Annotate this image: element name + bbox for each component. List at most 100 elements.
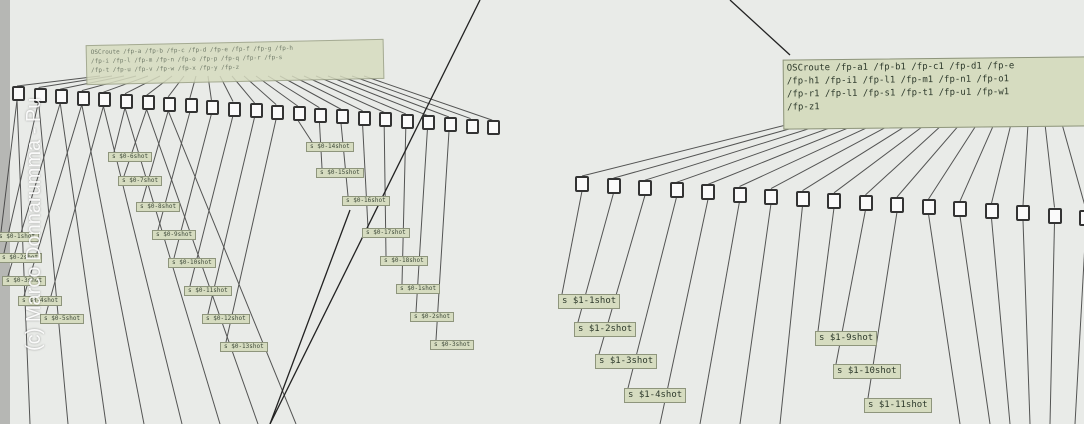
patch-cable [327,75,428,116]
send-object[interactable]: s $0-10shot [168,258,216,268]
patch-cable [415,129,428,313]
bang-object[interactable] [827,192,841,209]
bang-object[interactable] [487,120,501,136]
send-object[interactable]: s $0-8shot [136,202,181,212]
bang-object[interactable] [669,182,684,199]
bang-object[interactable] [444,117,457,132]
bang-object[interactable] [292,106,306,122]
send-object[interactable]: s $0-15shot [316,168,364,178]
send-object[interactable]: s $1-9shot [815,331,878,346]
bang-object[interactable] [465,118,479,134]
patch-cable [23,104,83,297]
bang-object[interactable] [795,190,810,207]
patch-cable [225,118,277,343]
bang-object[interactable] [120,93,133,109]
patch-cable [362,124,369,229]
patch-cable [613,123,808,179]
send-object[interactable]: s $1-4shot [624,388,687,403]
bang-object[interactable] [206,99,220,115]
osc-route-object-right[interactable]: OSCroute /fp-a1 /fp-b1 /fp-c1 /fp-d1 /fp… [782,56,1084,130]
patch-cable [865,123,944,196]
send-object[interactable]: s $0-14shot [306,142,354,152]
bang-object[interactable] [55,89,69,105]
bang-object[interactable] [1079,209,1084,226]
send-object[interactable]: s $1-3shot [595,354,658,369]
bang-object[interactable] [163,96,177,112]
patch-cable [699,201,740,424]
patch-cable [896,123,961,198]
patch-cable [0,99,18,233]
send-object[interactable]: s $0-3shot [430,340,475,350]
bang-object[interactable] [98,92,112,108]
patch-cable [303,75,385,113]
patch-cable [561,190,583,295]
bang-object[interactable] [701,184,715,201]
patch-cable [959,123,995,202]
bang-object[interactable] [606,178,621,195]
bang-object[interactable] [12,86,25,101]
patch-cable [167,110,297,424]
bang-object[interactable] [76,90,90,106]
patch-cable [770,123,893,190]
send-object[interactable]: s $0-17shot [362,228,410,238]
send-object[interactable]: s $0-9shot [152,230,197,240]
patch-cable [644,123,825,181]
bang-object[interactable] [228,101,241,117]
send-object[interactable]: s $0-3shot [2,276,47,286]
patch-cable [928,214,961,424]
bang-object[interactable] [184,98,198,114]
bang-object[interactable] [984,203,999,220]
send-object[interactable]: s $0-4shot [18,296,63,306]
patch-cable [113,107,126,153]
send-object[interactable]: s $1-11shot [864,398,932,413]
bang-object[interactable] [921,199,936,216]
bang-object[interactable] [1047,207,1062,224]
bang-object[interactable] [357,110,371,126]
patch-cable [779,205,803,424]
bang-object[interactable] [33,87,47,103]
bang-object[interactable] [141,95,155,111]
bang-object[interactable] [314,107,328,123]
patch-cable [279,75,342,110]
patch-cable [1074,251,1084,424]
bang-object[interactable] [1016,205,1030,222]
send-object[interactable]: s $0-2shot [410,312,455,322]
bang-object[interactable] [953,201,967,218]
patch-cable [3,101,40,254]
bang-object[interactable] [271,104,285,120]
send-object[interactable]: s $0-13shot [220,342,268,352]
bang-object[interactable] [400,113,414,129]
bang-object[interactable] [732,186,747,203]
send-object[interactable]: s $0-2shot [0,253,43,263]
bang-object[interactable] [336,109,349,125]
send-object[interactable]: s $0-16shot [342,196,390,206]
send-object[interactable]: s $0-11shot [184,286,232,296]
bang-object[interactable] [249,103,263,119]
bang-object[interactable] [379,112,393,128]
send-object[interactable]: s $1-1shot [558,294,621,309]
bang-object[interactable] [575,176,589,192]
patch-cable [1061,123,1084,205]
patch-cable [45,106,104,315]
patch-cable [340,123,349,197]
send-object[interactable]: s $0-6shot [108,152,153,162]
send-object[interactable]: s $0-1shot [396,284,441,294]
patch-cable [1044,123,1055,208]
bang-object[interactable] [890,197,904,213]
send-object[interactable]: s $0-1shot [0,232,40,242]
send-object[interactable]: s $1-10shot [833,364,901,379]
bang-object[interactable] [858,194,873,211]
patch-cable [659,199,709,424]
send-object[interactable]: s $1-2shot [574,322,637,337]
osc-route-object-left[interactable]: OSCroute /fp-a /fp-b /fp-c /fp-d /fp-e /… [85,38,385,86]
send-object[interactable]: s $0-18shot [380,256,428,266]
bang-object[interactable] [764,188,778,205]
bang-object[interactable] [422,115,436,131]
patch-cable [207,116,256,315]
bang-object[interactable] [638,180,652,197]
send-object[interactable]: s $0-12shot [202,314,250,324]
send-object[interactable]: s $0-7shot [118,176,163,186]
patch-cable [363,75,493,121]
patch-cable [351,75,471,120]
send-object[interactable]: s $0-5shot [40,314,85,324]
